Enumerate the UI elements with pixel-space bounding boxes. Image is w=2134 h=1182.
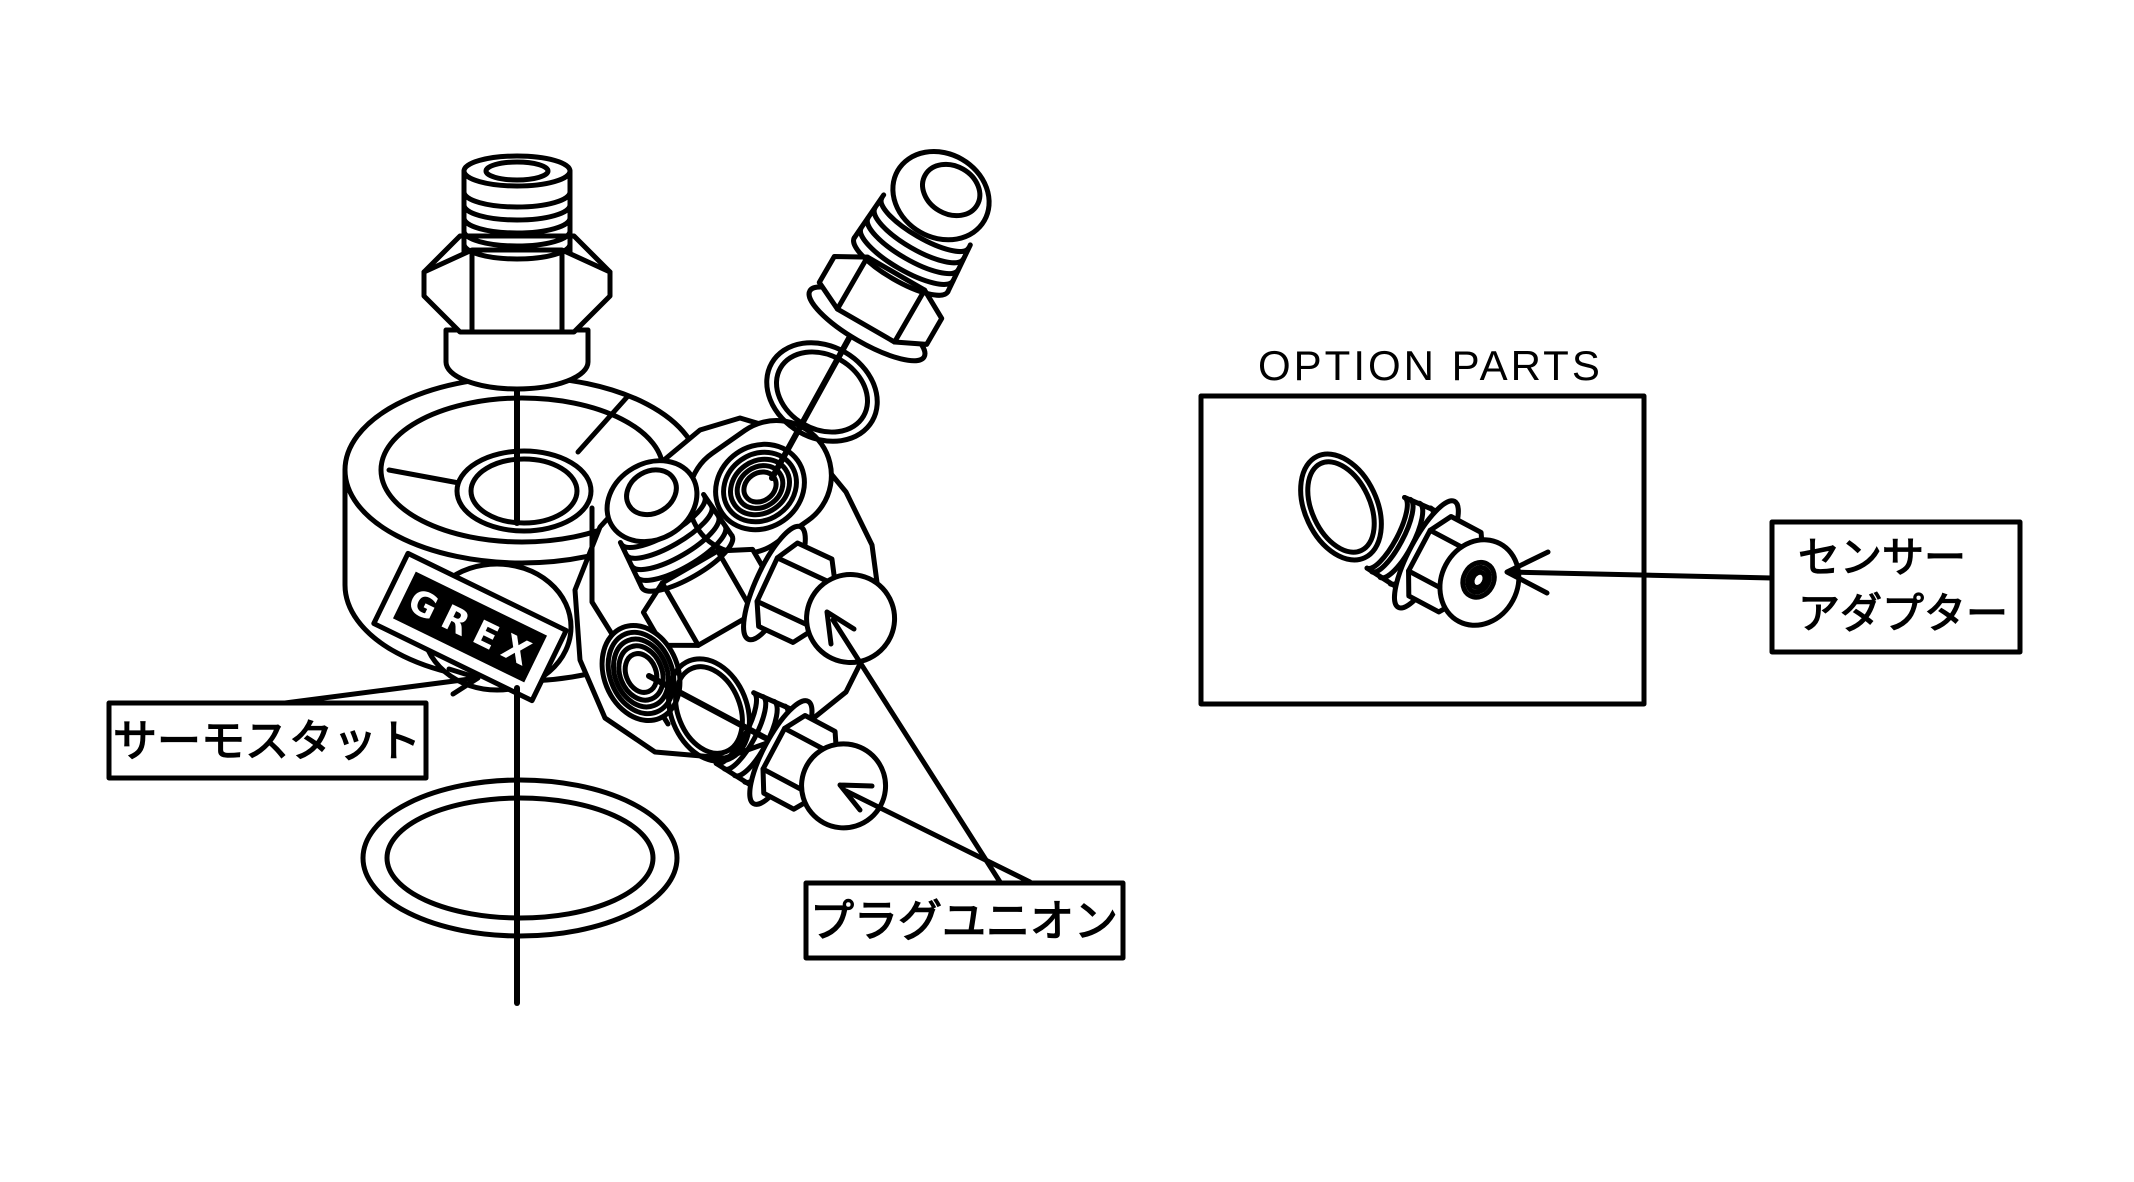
center-bolt xyxy=(421,153,613,392)
sensor-adapter-callout: センサー アダプター xyxy=(1504,519,2023,655)
sensor-adapter-leader-line xyxy=(1506,569,1775,581)
sensor-adapter-label-box xyxy=(1769,519,2023,655)
adapter-block xyxy=(572,415,885,761)
sensor-adapter-label-line2: アダプター xyxy=(1798,590,2008,637)
option-parts-box xyxy=(1198,393,1647,707)
sensor-adapter-arrowhead xyxy=(1504,549,1551,596)
plug-union-leader-lower xyxy=(843,788,1033,885)
option-parts-title: OPTION PARTS xyxy=(1258,342,1603,389)
plug-union-label: プラグユニオン xyxy=(810,897,1118,946)
top-plug-union xyxy=(806,149,992,364)
sensor-adapter-plug xyxy=(1364,494,1522,628)
thermostat-label-box xyxy=(106,700,429,781)
plug-axis-line xyxy=(646,673,791,753)
plug-union-leader-upper xyxy=(830,617,1003,885)
plate-spoke xyxy=(386,467,462,486)
sensor-adapter-label-line1: センサー xyxy=(1798,534,1966,581)
large-o-ring xyxy=(360,777,680,939)
union-o-ring xyxy=(764,340,880,444)
option-o-ring xyxy=(1298,451,1384,563)
bottom-plug-union xyxy=(713,690,889,831)
plug-union-callout: プラグユニオン xyxy=(803,609,1126,961)
thermostat-label: サーモスタット xyxy=(113,717,421,766)
union-axis-line xyxy=(769,319,861,481)
plug-union-arrowhead-upper xyxy=(824,609,857,647)
an-fitting xyxy=(604,458,775,648)
option-parts-section: OPTION PARTS xyxy=(1198,342,1647,707)
front-port xyxy=(599,623,683,723)
plug-union-arrowhead-lower xyxy=(837,782,875,813)
thermostat-leader-line xyxy=(282,676,473,706)
thermostat-arrowhead xyxy=(446,666,481,697)
thermostat-callout: サーモスタット xyxy=(106,666,481,781)
plug-union-label-box xyxy=(803,880,1126,961)
plate-spoke xyxy=(575,393,631,455)
